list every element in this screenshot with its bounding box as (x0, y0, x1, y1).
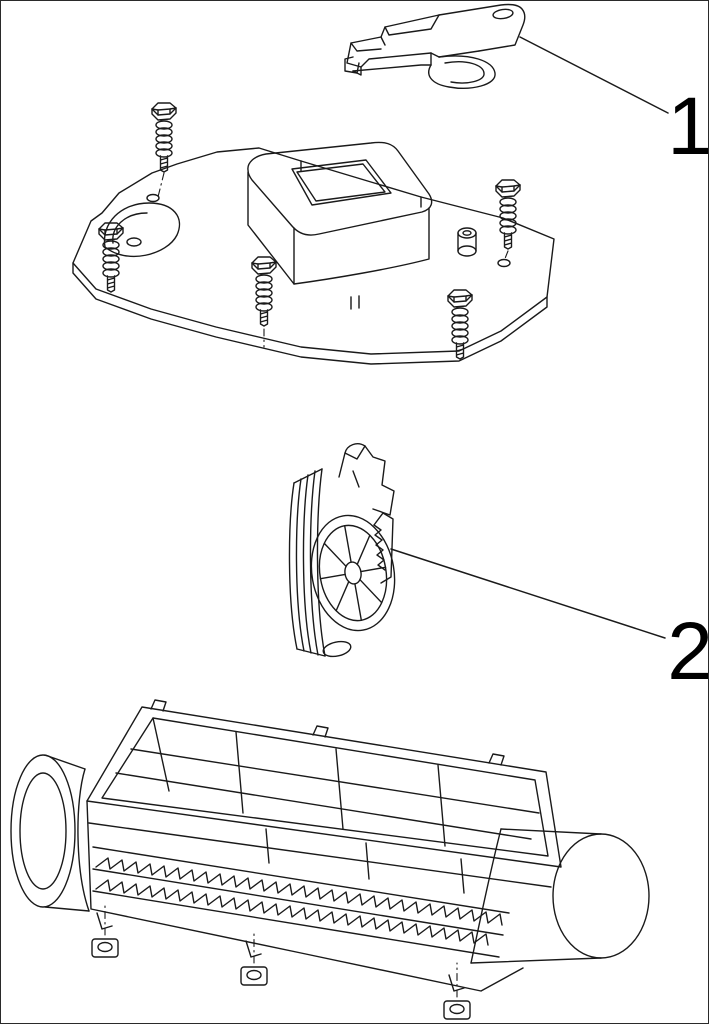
leader-line-1 (519, 36, 669, 114)
lower-housing-assembly-drawing (10, 699, 650, 1020)
flap-valve-part-drawing (288, 443, 396, 658)
upper-assembly-drawing (72, 102, 555, 365)
clamp-bracket-part-drawing (344, 3, 526, 89)
leader-line-2 (390, 548, 666, 639)
callout-2-label: 2 (667, 606, 709, 697)
callout-1-label: 1 (667, 81, 709, 172)
